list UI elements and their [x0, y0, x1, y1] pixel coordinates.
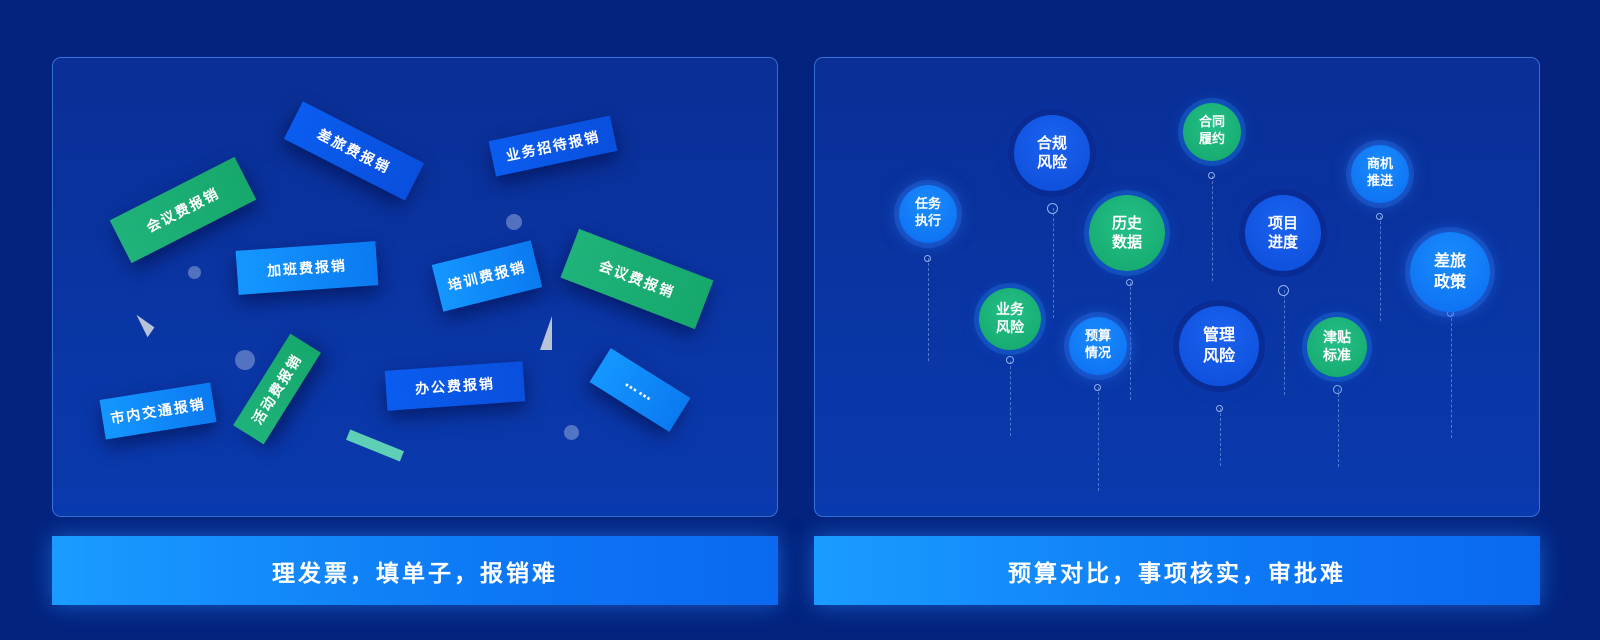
stem-node: [1216, 405, 1223, 412]
bubble-budget-status: 预算 情况: [1069, 317, 1127, 375]
bubble-compliance-risk: 合规 风险: [1014, 115, 1090, 191]
decorative-dot: [188, 266, 201, 279]
tag-more-ellipsis: ……: [589, 348, 691, 432]
bubble-opportunity-progress: 商机 推进: [1351, 145, 1409, 203]
stem-node: [1376, 213, 1383, 220]
stem-line: [1380, 216, 1381, 321]
stem-line: [1212, 176, 1213, 281]
right-panel: 任务 执行 合规 风险 历史 数据 合同 履约 项目 进度 商机 推进 差旅 政…: [814, 57, 1540, 517]
decorative-triangle: [540, 316, 552, 350]
right-caption: 预算对比，事项核实，审批难: [814, 536, 1540, 605]
stem-line: [1130, 282, 1131, 400]
stem-node: [1208, 172, 1215, 179]
bubble-historical-data: 历史 数据: [1089, 195, 1165, 271]
bubble-project-progress: 项目 进度: [1245, 195, 1321, 271]
stem-line: [1220, 408, 1221, 466]
stem-line: [1010, 361, 1011, 436]
decorative-dot: [564, 425, 579, 440]
bubble-contract-fulfillment: 合同 履约: [1183, 103, 1241, 161]
stem-line: [928, 258, 929, 361]
stem-node: [1094, 384, 1101, 391]
stem-node: [1006, 356, 1014, 364]
stem-line: [1053, 208, 1054, 318]
stem-node: [1047, 203, 1058, 214]
tag-training-reimbursement: 培训费报销: [431, 240, 543, 312]
tag-travel-reimbursement: 差旅费报销: [283, 101, 425, 201]
stem-node: [924, 255, 931, 262]
stem-line: [1098, 387, 1099, 491]
tag-meeting-reimbursement: 会议费报销: [109, 156, 257, 264]
left-caption: 理发票，填单子，报销难: [52, 536, 778, 605]
stem-line: [1451, 313, 1452, 438]
stem-node: [1278, 285, 1289, 296]
decorative-triangle: [129, 314, 155, 338]
tag-office-reimbursement: 办公费报销: [384, 361, 526, 411]
stem-line: [1284, 290, 1285, 395]
decorative-bar: [346, 429, 404, 462]
decorative-dot: [235, 350, 255, 370]
stem-line: [1338, 389, 1339, 467]
left-panel: 差旅费报销 业务招待报销 会议费报销 加班费报销 培训费报销 会议费报销 市内交…: [52, 57, 778, 517]
bubble-business-risk: 业务 风险: [979, 288, 1041, 350]
tag-local-transport-reimbursement: 市内交通报销: [99, 382, 217, 440]
tag-meeting-reimbursement-2: 会议费报销: [560, 228, 714, 330]
bubble-travel-policy: 差旅 政策: [1410, 232, 1490, 312]
decorative-dot: [506, 214, 522, 230]
bubble-allowance-standard: 津贴 标准: [1307, 317, 1367, 377]
tag-hospitality-reimbursement: 业务招待报销: [488, 115, 618, 177]
bubble-management-risk: 管理 风险: [1179, 306, 1259, 386]
tag-overtime-reimbursement: 加班费报销: [235, 241, 379, 295]
bubble-task-execution: 任务 执行: [899, 185, 957, 243]
stem-node: [1126, 279, 1133, 286]
stem-node: [1333, 385, 1342, 394]
